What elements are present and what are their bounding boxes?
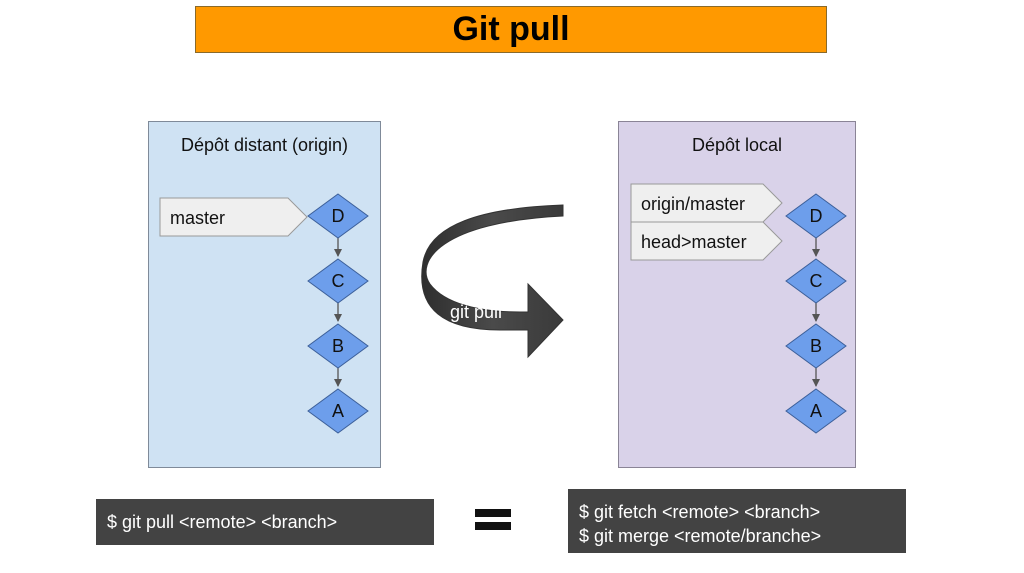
git-pull-command-text: $ git pull <remote> <branch> bbox=[107, 511, 338, 532]
local-commit-a: A bbox=[785, 388, 847, 434]
remote-commit-a: A bbox=[307, 388, 369, 434]
remote-commit-d-label: D bbox=[332, 206, 345, 226]
local-branch-label-origin-master-text: origin/master bbox=[641, 194, 745, 214]
title-banner: Git pull bbox=[195, 6, 827, 53]
remote-branch-label-text: master bbox=[170, 208, 225, 228]
remote-branch-label-master: master bbox=[159, 197, 308, 237]
remote-commit-a-label: A bbox=[332, 401, 344, 421]
git-fetch-command-text: $ git fetch <remote> <branch> bbox=[579, 502, 821, 522]
local-commit-a-label: A bbox=[810, 401, 822, 421]
local-branch-label-head-master: head>master bbox=[630, 221, 783, 261]
local-commit-c: C bbox=[785, 258, 847, 304]
local-commit-d-label: D bbox=[810, 206, 823, 226]
remote-commit-c-label: C bbox=[332, 271, 345, 291]
equals-sign-icon bbox=[475, 506, 511, 532]
remote-commit-c: C bbox=[307, 258, 369, 304]
remote-commit-d: D bbox=[307, 193, 369, 239]
local-branch-label-origin-master: origin/master bbox=[630, 183, 783, 223]
remote-repository-title: Dépôt distant (origin) bbox=[180, 135, 349, 155]
remote-commit-b-label: B bbox=[332, 336, 344, 356]
remote-commit-b: B bbox=[307, 323, 369, 369]
git-pull-curved-arrow: git pull bbox=[421, 204, 564, 359]
local-commit-c-label: C bbox=[810, 271, 823, 291]
git-pull-command-box: $ git pull <remote> <branch> bbox=[96, 499, 434, 545]
local-commit-d: D bbox=[785, 193, 847, 239]
page-title: Git pull bbox=[452, 10, 570, 48]
local-repository-title: Dépôt local bbox=[691, 135, 783, 155]
git-merge-command-text: $ git merge <remote/branche> bbox=[579, 526, 822, 546]
local-commit-b-label: B bbox=[810, 336, 822, 356]
git-pull-arrow-label: git pull bbox=[450, 302, 502, 322]
local-branch-label-head-master-text: head>master bbox=[641, 232, 747, 252]
fetch-merge-command-box: $ git fetch <remote> <branch> $ git merg… bbox=[568, 489, 906, 553]
local-commit-b: B bbox=[785, 323, 847, 369]
